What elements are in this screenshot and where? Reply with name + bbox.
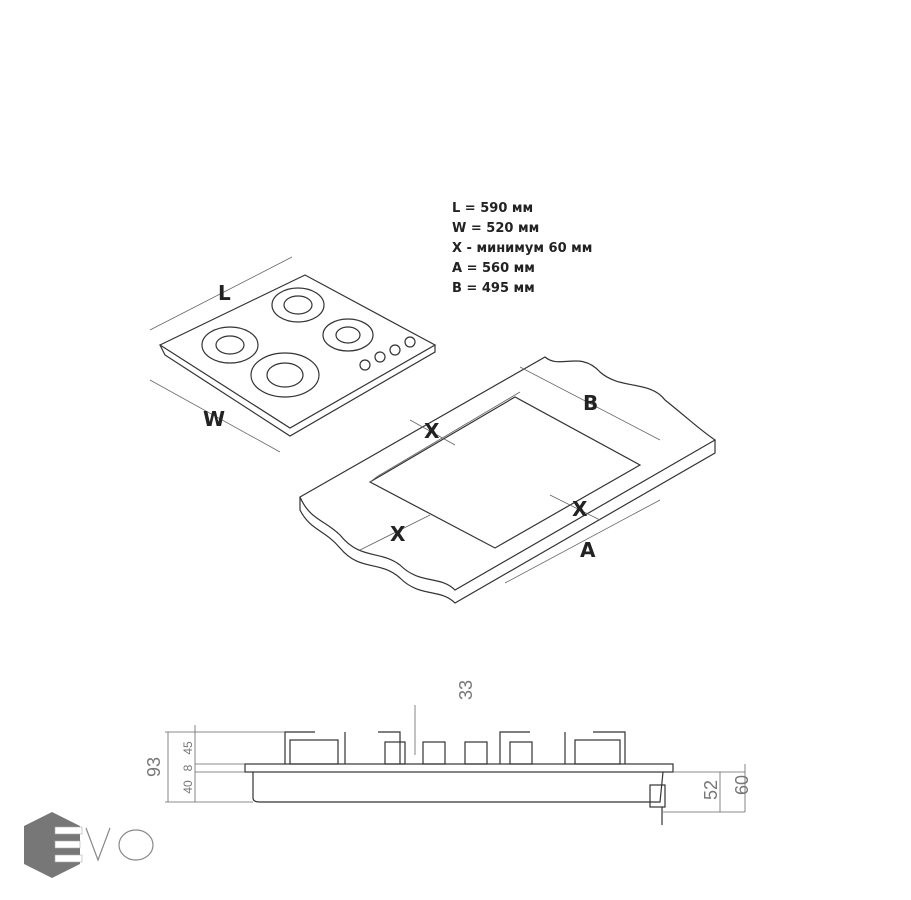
- evo-logo: [24, 812, 154, 878]
- spec-gap: X - минимум 60 мм: [452, 241, 593, 256]
- spec-width: W = 520 мм: [452, 221, 540, 236]
- body-depth-dim: 52: [701, 780, 721, 800]
- spec-list: L = 590 мм W = 520 мм X - минимум 60 мм …: [452, 199, 592, 299]
- countertop-cutout: X X X B A: [299, 356, 717, 604]
- spec-cutout-a: A = 560 мм: [452, 261, 535, 276]
- length-label: L: [218, 281, 231, 305]
- hob-top-view: L W: [149, 256, 437, 453]
- glass-height-dim: 8: [181, 764, 195, 771]
- total-depth-dim: 60: [732, 775, 752, 795]
- top-height-dim: 45: [181, 741, 195, 755]
- cutout-a-label: A: [580, 538, 596, 562]
- spec-cutout-b: B = 495 мм: [452, 281, 535, 296]
- width-label: W: [203, 407, 225, 431]
- gap-label-left: X: [390, 522, 406, 546]
- knob-height-dim: 33: [456, 680, 476, 700]
- total-height-dim: 93: [144, 757, 164, 777]
- body-height-dim: 40: [181, 780, 195, 794]
- cutout-b-label: B: [583, 391, 598, 415]
- gap-label-back: X: [424, 419, 440, 443]
- gap-label-right: X: [572, 497, 588, 521]
- hob-side-view: 93 45 8 40 33 52 60: [144, 680, 752, 825]
- burner-icon: [201, 287, 416, 398]
- spec-length: L = 590 мм: [452, 201, 534, 216]
